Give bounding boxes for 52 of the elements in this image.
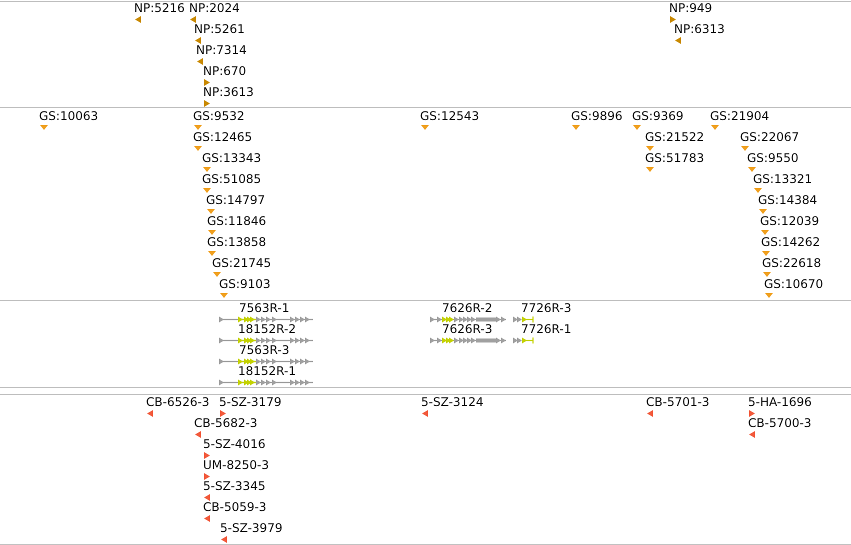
feature-label: GS:9532 <box>193 109 244 123</box>
feature-label: NP:2024 <box>189 1 240 15</box>
feature-label: 5-SZ-3345 <box>203 479 266 493</box>
feature-label: GS:22067 <box>740 130 800 144</box>
feature-label: NP:3613 <box>203 85 254 99</box>
feature-label: GS:21522 <box>645 130 704 144</box>
feature-label: GS:9896 <box>571 109 622 123</box>
feature-label: UM-8250-3 <box>203 458 269 472</box>
feature-label: GS:9369 <box>632 109 684 123</box>
feature-label: CB-6526-3 <box>146 395 210 409</box>
feature-label: GS:22618 <box>762 256 822 270</box>
transcript-label: 18152R-2 <box>238 322 296 336</box>
feature-label: NP:7314 <box>196 43 247 57</box>
feature-label: CB-5059-3 <box>203 500 266 514</box>
feature-label: 5-SZ-3124 <box>421 395 484 409</box>
feature-label: GS:12465 <box>193 130 252 144</box>
feature-label: 5-HA-1696 <box>748 395 812 409</box>
feature-label: GS:21904 <box>710 109 770 123</box>
feature-label: GS:14384 <box>758 193 818 207</box>
feature-label: 5-SZ-3179 <box>219 395 282 409</box>
feature-label: CB-5700-3 <box>748 416 812 430</box>
feature-label: GS:14262 <box>761 235 820 249</box>
transcript-label: 7726R-1 <box>521 322 572 336</box>
feature-label: GS:9103 <box>219 277 270 291</box>
feature-label: GS:11846 <box>207 214 266 228</box>
feature-label: GS:14797 <box>206 193 266 207</box>
feature-label: GS:9550 <box>747 151 798 165</box>
transcript-label: 7626R-2 <box>442 301 492 315</box>
feature-label: GS:21745 <box>212 256 272 270</box>
feature-label: GS:51085 <box>202 172 262 186</box>
feature-label: GS:10063 <box>39 109 98 123</box>
feature-label: GS:13858 <box>207 235 266 249</box>
feature-label: GS:10670 <box>764 277 824 291</box>
feature-label: CB-5682-3 <box>194 416 258 430</box>
feature-label: GS:13321 <box>753 172 812 186</box>
transcript-label: 7626R-3 <box>442 322 492 336</box>
feature-label: GS:13343 <box>202 151 262 165</box>
feature-label: CB-5701-3 <box>646 395 710 409</box>
feature-label: GS:51783 <box>645 151 704 165</box>
transcript-label: 7563R-1 <box>239 301 290 315</box>
transcript-label: 7563R-3 <box>239 343 290 357</box>
feature-label: NP:5216 <box>134 1 185 15</box>
feature-label: 5-SZ-3979 <box>220 521 282 535</box>
feature-label: NP:5261 <box>194 22 245 36</box>
transcript-label: 7726R-3 <box>521 301 572 315</box>
feature-label: NP:6313 <box>674 22 725 36</box>
feature-label: NP:670 <box>203 64 246 78</box>
transcript-label: 18152R-1 <box>238 364 296 378</box>
feature-label: GS:12039 <box>760 214 820 228</box>
feature-label: GS:12543 <box>420 109 480 123</box>
feature-label: NP:949 <box>669 1 712 15</box>
feature-label: 5-SZ-4016 <box>203 437 266 451</box>
